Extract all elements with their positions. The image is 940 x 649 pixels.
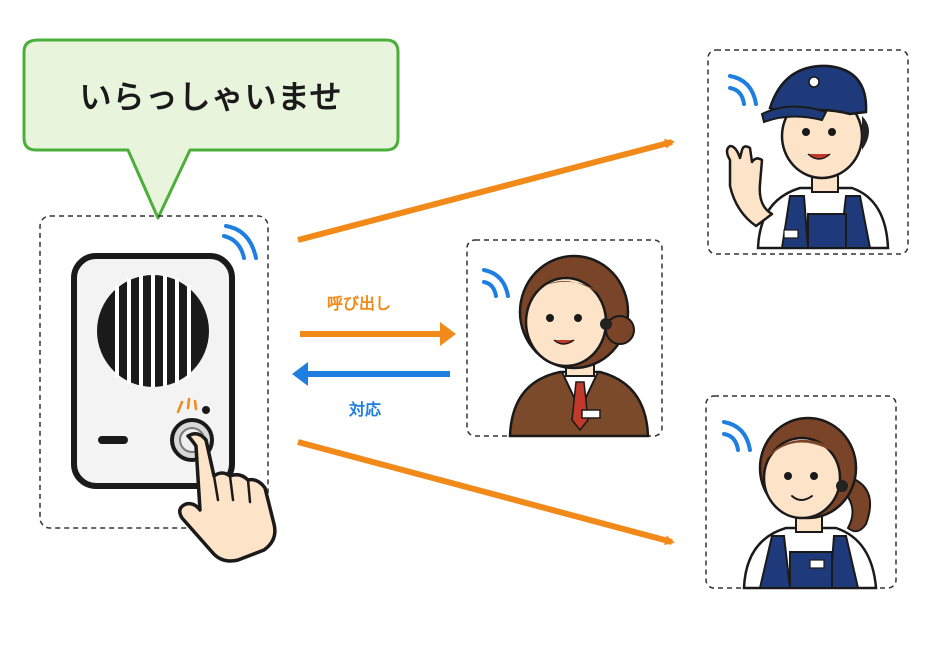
finger-pressing-icon (178, 432, 277, 563)
arrow-to-top-staff (297, 138, 675, 243)
intercom-speaker-icon (71, 253, 235, 489)
arrow-to-bottom-staff (297, 439, 675, 546)
middle-staff-frame (466, 239, 663, 437)
speech-bubble (22, 38, 400, 220)
intercom-frame (39, 215, 269, 529)
top-staff-frame (707, 49, 909, 255)
wireless-signal-icon (222, 224, 258, 260)
greeting-text: いらっしゃいませ (79, 78, 343, 116)
call-label: 呼び出し (327, 294, 392, 313)
respond-label: 対応 (349, 400, 382, 419)
middle-staff-icon (482, 254, 650, 438)
bottom-staff-icon (722, 416, 878, 590)
top-staff-icon (725, 64, 890, 250)
